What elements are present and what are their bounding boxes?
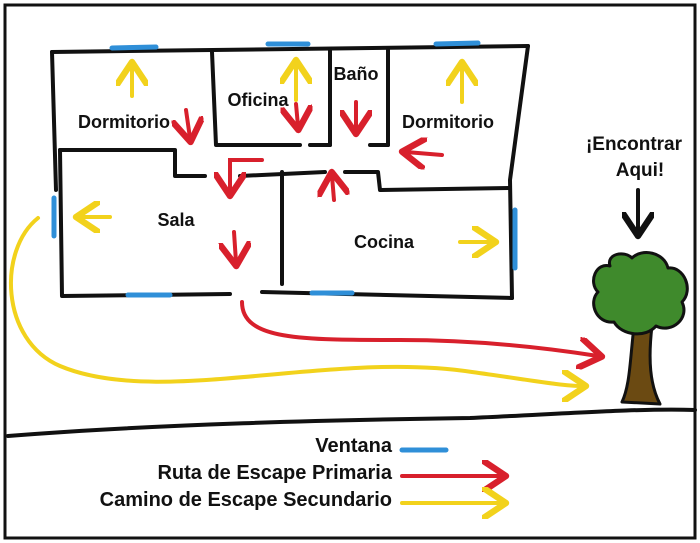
secondary-route-arrows xyxy=(9,64,582,386)
ground-line xyxy=(6,407,697,438)
image-border xyxy=(3,3,697,540)
windows xyxy=(51,40,518,298)
room-label-dormitorio-right: Dormitorio xyxy=(402,112,494,132)
legend-window-label: Ventana xyxy=(315,435,393,457)
legend-secondary-label: Camino de Escape Secundario xyxy=(100,489,392,511)
house-walls xyxy=(50,44,530,300)
legend-primary-label: Ruta de Escape Primaria xyxy=(157,462,392,484)
room-labels: Dormitorio Oficina Baño Dormitorio Sala … xyxy=(78,64,494,252)
meeting-point-label-line1: ¡Encontrar xyxy=(586,134,683,155)
legend: Ventana Ruta de Escape Primaria Camino d… xyxy=(100,435,502,511)
window-marker xyxy=(433,40,481,47)
room-label-cocina: Cocina xyxy=(354,232,415,252)
window-marker xyxy=(109,44,159,51)
room-label-dormitorio-left: Dormitorio xyxy=(78,112,170,132)
room-label-bano: Baño xyxy=(334,64,379,84)
room-label-oficina: Oficina xyxy=(227,90,289,110)
tree-icon xyxy=(592,251,689,406)
meeting-point-label-line2: Aqui! xyxy=(616,160,665,181)
primary-route-arrows xyxy=(186,100,598,356)
room-label-sala: Sala xyxy=(157,210,195,230)
